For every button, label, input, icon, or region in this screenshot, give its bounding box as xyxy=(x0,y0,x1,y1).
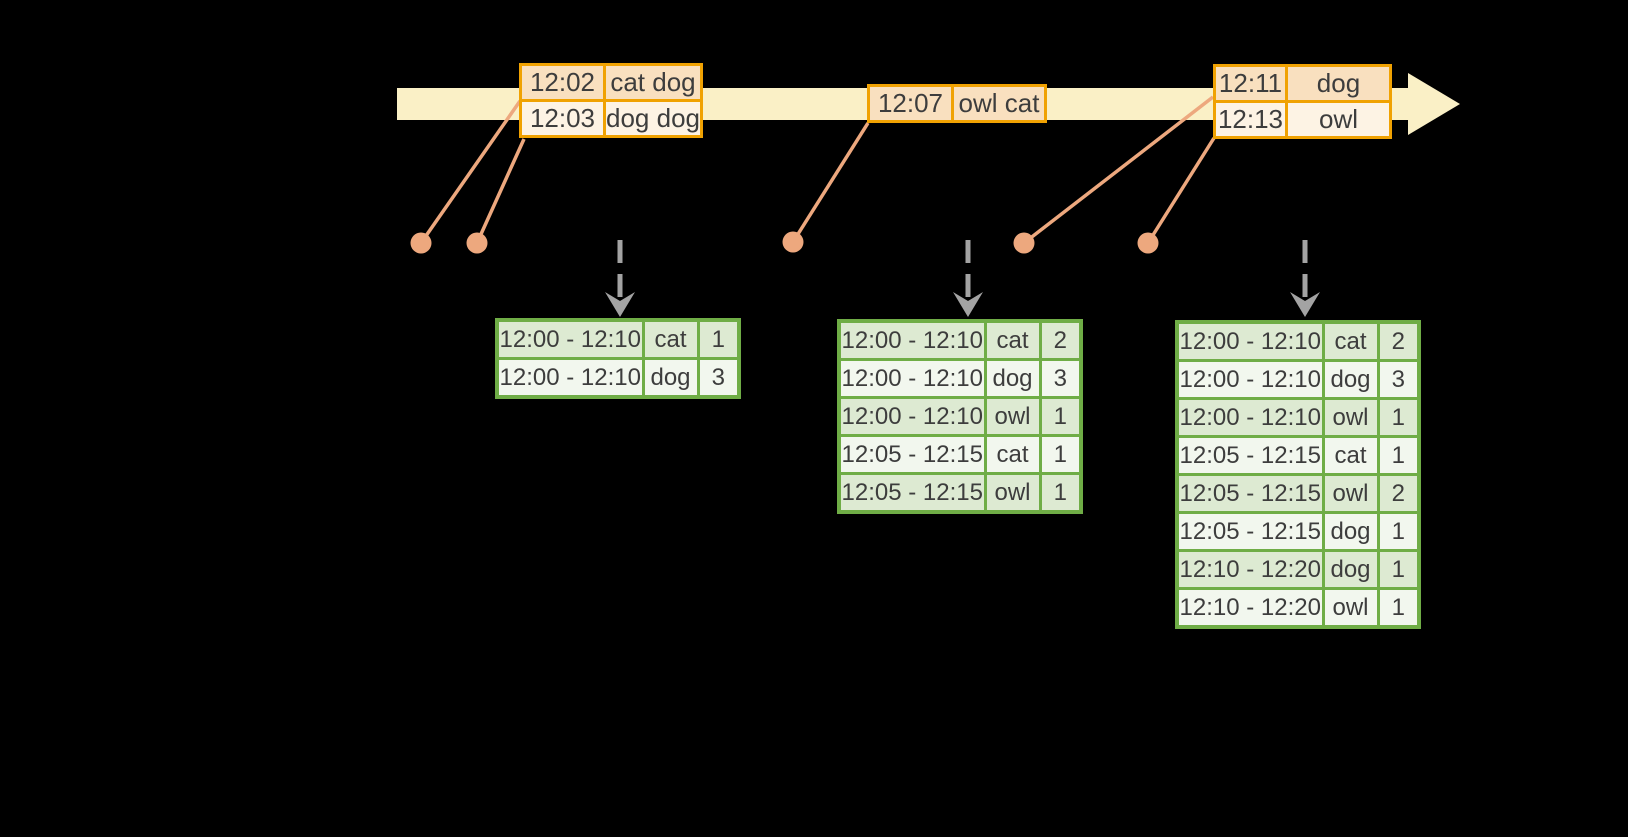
table-cell: 3 xyxy=(1038,358,1083,399)
table-cell: 12:05 - 12:15 xyxy=(1175,511,1325,552)
table-cell: 1 xyxy=(1038,472,1083,514)
event-line xyxy=(419,99,522,245)
table-cell: 12:10 - 12:20 xyxy=(1175,587,1325,629)
table-cell: owl cat xyxy=(951,84,1047,123)
table-cell: 12:11 xyxy=(1213,64,1288,103)
table-cell: dog xyxy=(1285,64,1392,103)
table-cell: cat xyxy=(1321,320,1380,362)
table-cell: 1 xyxy=(1038,396,1083,437)
table-cell: 12:05 - 12:15 xyxy=(1175,473,1325,514)
table-cell: 1 xyxy=(1376,587,1421,629)
table-cell: dog xyxy=(641,357,700,399)
table-cell: 3 xyxy=(1376,359,1421,400)
table-cell: dog xyxy=(983,358,1042,399)
table-cell: 12:00 - 12:10 xyxy=(495,357,645,399)
trigger-arrowhead-icon xyxy=(1290,292,1320,317)
table-cell: cat xyxy=(1321,435,1380,476)
event-line xyxy=(791,122,870,243)
table-cell: 12:03 xyxy=(519,99,606,138)
event-line xyxy=(475,138,526,244)
table-cell: 3 xyxy=(696,357,741,399)
table-cell: owl xyxy=(1321,587,1380,629)
table-cell: 2 xyxy=(1376,473,1421,514)
event-dot xyxy=(466,232,488,254)
trigger-arrowhead-icon xyxy=(953,292,983,317)
table-cell: owl xyxy=(1321,397,1380,438)
table-cell: 12:00 - 12:10 xyxy=(495,318,645,360)
event-dot xyxy=(1137,232,1159,254)
table-cell: 12:00 - 12:10 xyxy=(837,319,987,361)
table-cell: 12:13 xyxy=(1213,100,1288,139)
table-cell: dog xyxy=(1321,359,1380,400)
table-cell: owl xyxy=(983,472,1042,514)
table-cell: 12:10 - 12:20 xyxy=(1175,549,1325,590)
trigger-arrowhead-icon xyxy=(605,292,635,317)
table-cell: 1 xyxy=(1376,511,1421,552)
table-cell: dog xyxy=(1321,549,1380,590)
table-cell: 12:05 - 12:15 xyxy=(1175,435,1325,476)
table-cell: dog xyxy=(1321,511,1380,552)
table-cell: 12:00 - 12:10 xyxy=(1175,320,1325,362)
event-dot xyxy=(410,232,432,254)
table-cell: owl xyxy=(1321,473,1380,514)
event-dot xyxy=(782,231,804,253)
table-cell: dog dog xyxy=(603,99,703,138)
event-dot xyxy=(1013,232,1035,254)
table-cell: 12:00 - 12:10 xyxy=(837,358,987,399)
event-line xyxy=(1022,95,1215,245)
timeline-arrowhead-icon xyxy=(1408,73,1460,135)
table-cell: 12:02 xyxy=(519,63,606,102)
table-cell: cat xyxy=(983,434,1042,475)
table-cell: cat xyxy=(641,318,700,360)
table-cell: 12:00 - 12:10 xyxy=(1175,359,1325,400)
event-line xyxy=(1146,137,1216,244)
table-cell: 12:00 - 12:10 xyxy=(1175,397,1325,438)
table-cell: 1 xyxy=(1376,435,1421,476)
table-cell: cat xyxy=(983,319,1042,361)
table-cell: 12:05 - 12:15 xyxy=(837,472,987,514)
table-cell: 1 xyxy=(696,318,741,360)
table-cell: 1 xyxy=(1376,397,1421,438)
table-cell: owl xyxy=(983,396,1042,437)
table-cell: 12:07 xyxy=(867,84,954,123)
table-cell: 2 xyxy=(1376,320,1421,362)
table-cell: 12:05 - 12:15 xyxy=(837,434,987,475)
table-cell: 1 xyxy=(1038,434,1083,475)
table-cell: owl xyxy=(1285,100,1392,139)
table-cell: cat dog xyxy=(603,63,703,102)
table-cell: 1 xyxy=(1376,549,1421,590)
table-cell: 2 xyxy=(1038,319,1083,361)
table-cell: 12:00 - 12:10 xyxy=(837,396,987,437)
